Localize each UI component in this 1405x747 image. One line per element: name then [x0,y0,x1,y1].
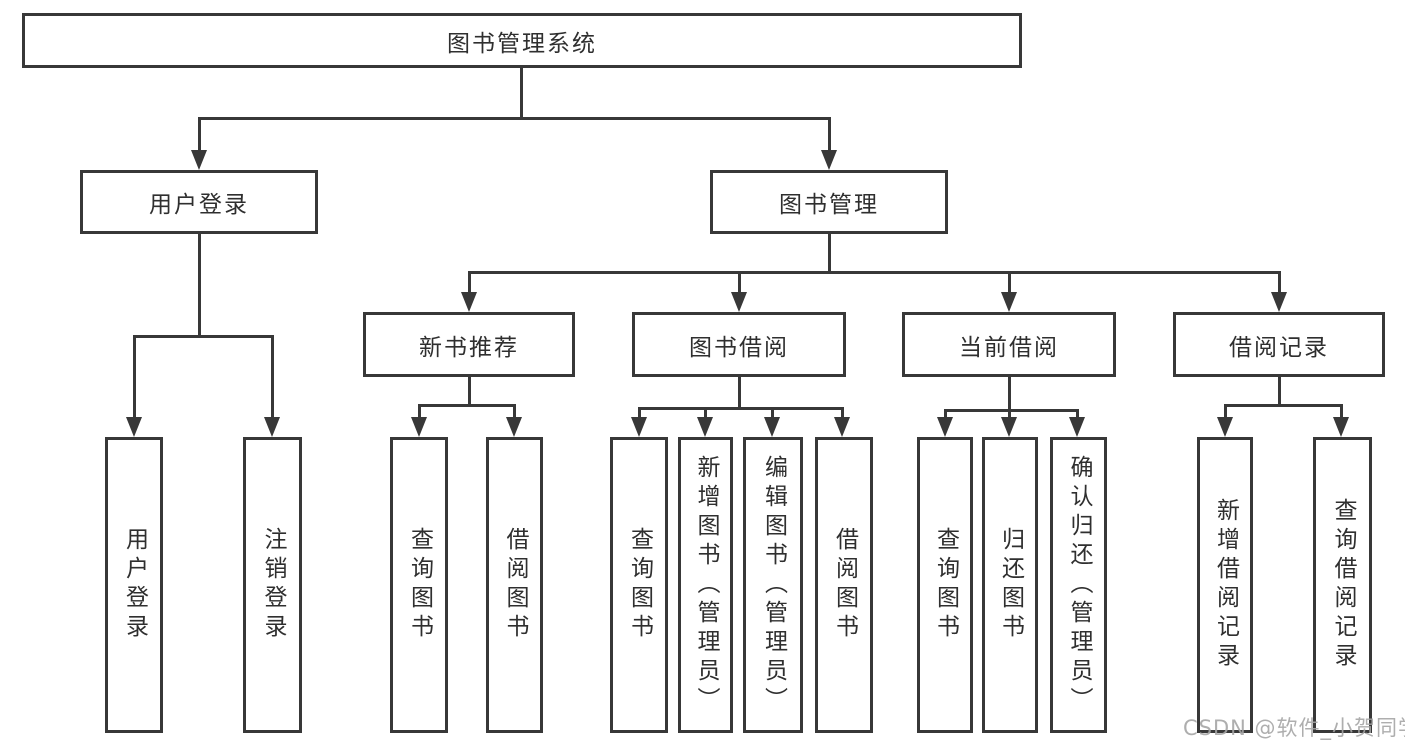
connector-newbook-horizontal [418,404,516,407]
connector-stub-bb-add [704,407,707,419]
connector-stub-leaf-user-login [133,335,136,419]
node-leaf-user-login: 用户登录 [105,437,163,733]
connector-currentborrow-horizontal [944,409,1079,412]
node-current-borrow: 当前借阅 [902,312,1116,377]
connector-stub-current-borrow [1008,271,1011,293]
leaf-label: 编辑图书（管理员） [760,454,787,716]
leaf-label: 借阅图书 [502,527,528,643]
connector-bookborrow-horizontal [638,407,844,410]
connector-userlogin-horizontal [133,335,274,338]
leaf-label: 新增图书（管理员） [693,454,719,716]
arrowhead-borrow-record [1271,292,1287,312]
connector-stub-br-add [1224,404,1227,419]
connector-stub-book-mgmt [828,117,831,152]
arrowhead-leaf-logout [264,417,280,437]
node-nb-borrow-book: 借阅图书 [486,437,543,733]
node-borrow-record: 借阅记录 [1173,312,1385,377]
arrowhead-bb-query [631,417,647,437]
connector-stub-br-query [1340,404,1343,419]
arrowhead-cb-query [937,417,953,437]
leaf-label: 用户登录 [121,527,148,643]
arrowhead-br-query [1333,417,1349,437]
connector-bookmgmt-trunk [828,234,831,271]
connector-stub-cb-confirm [1076,409,1079,419]
connector-stub-cb-query [944,409,947,419]
connector-stub-cb-return [1008,409,1011,419]
node-leaf-logout: 注销登录 [243,437,302,733]
connector-stub-bb-borrow [841,407,844,419]
node-book-borrow: 图书借阅 [632,312,846,377]
arrowhead-nb-query [411,417,427,437]
arrowhead-cb-confirm [1069,417,1085,437]
csdn-watermark: CSDN @软件_小贺同学 [1183,716,1405,740]
leaf-label: 注销登录 [260,527,286,643]
node-cb-confirm-return: 确认归还（管理员） [1050,437,1107,733]
leaf-label: 查询图书 [932,527,959,643]
leaf-label: 归还图书 [997,527,1024,643]
connector-stub-bb-edit [771,407,774,419]
node-bb-query-book: 查询图书 [610,437,668,733]
connector-level1-horizontal [198,117,831,120]
node-br-query-record: 查询借阅记录 [1313,437,1372,733]
node-br-add-record: 新增借阅记录 [1197,437,1253,733]
node-cb-query-book: 查询图书 [917,437,973,733]
connector-borrowrecord-horizontal [1224,404,1343,407]
connector-stub-bb-query [638,407,641,419]
leaf-label: 查询图书 [626,527,653,643]
arrowhead-nb-borrow [506,417,522,437]
connector-root-trunk [520,68,523,117]
connector-currentborrow-trunk [1008,377,1011,409]
connector-level3-horizontal [468,271,1281,274]
connector-stub-book-borrow [738,271,741,293]
connector-stub-user-login [198,117,201,152]
arrowhead-book-borrow [731,292,747,312]
leaf-label: 查询借阅记录 [1330,498,1356,672]
connector-bookborrow-trunk [738,377,741,407]
connector-stub-borrow-record [1278,271,1281,293]
connector-userlogin-trunk [198,234,201,335]
arrowhead-leaf-user-login [126,417,142,437]
node-bb-edit-book: 编辑图书（管理员） [743,437,803,733]
arrowhead-bb-add [697,417,713,437]
connector-stub-new-book [468,271,471,293]
leaf-label: 确认归还（管理员） [1066,454,1092,716]
arrowhead-bb-borrow [834,417,850,437]
arrowhead-cb-return [1001,417,1017,437]
arrowhead-book-mgmt [821,150,837,170]
arrowhead-current-borrow [1001,292,1017,312]
leaf-label: 新增借阅记录 [1212,498,1239,672]
connector-stub-nb-borrow [513,404,516,419]
connector-borrowrecord-trunk [1278,377,1281,405]
node-nb-query-book: 查询图书 [390,437,448,733]
connector-stub-leaf-logout [271,335,274,419]
node-book-mgmt: 图书管理 [710,170,948,234]
node-bb-add-book: 新增图书（管理员） [678,437,733,733]
connector-stub-nb-query [418,404,421,419]
node-user-login: 用户登录 [80,170,318,234]
node-bb-borrow-book: 借阅图书 [815,437,873,733]
arrowhead-new-book [461,292,477,312]
arrowhead-user-login [191,150,207,170]
arrowhead-br-add [1217,417,1233,437]
node-root: 图书管理系统 [22,13,1022,68]
node-cb-return-book: 归还图书 [982,437,1038,733]
leaf-label: 查询图书 [406,527,433,643]
connector-newbook-trunk [468,377,471,405]
arrowhead-bb-edit [764,417,780,437]
leaf-label: 借阅图书 [831,527,858,643]
node-new-book-recommend: 新书推荐 [363,312,575,377]
